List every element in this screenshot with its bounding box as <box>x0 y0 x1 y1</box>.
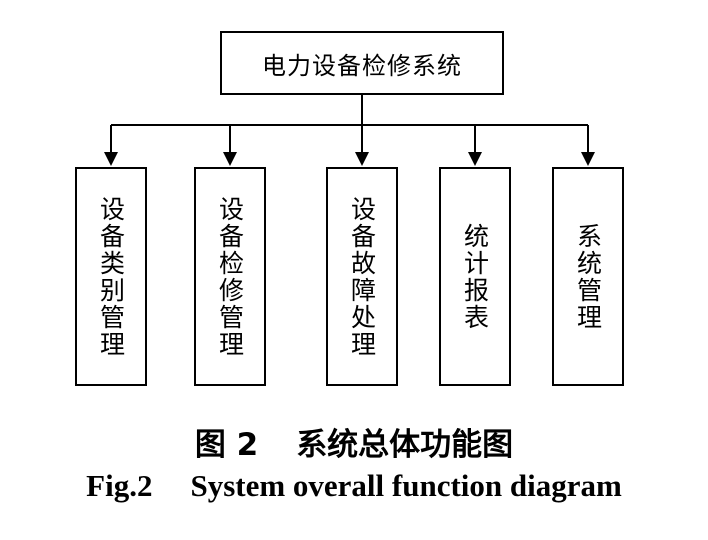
arrowhead-0 <box>104 152 118 166</box>
arrowhead-3 <box>468 152 482 166</box>
module-box-equipment-category: 设备类别管理 <box>75 167 147 386</box>
module-box-fault-handling: 设备故障处理 <box>326 167 398 386</box>
figure-caption-chinese: 图 2 系统总体功能图 <box>0 419 708 464</box>
figure-number-cn: 图 2 <box>194 427 259 463</box>
branch-arrows <box>104 125 595 166</box>
figure-title-en: System overall function diagram <box>190 468 622 503</box>
figure-title-cn: 系统总体功能图 <box>296 427 514 463</box>
module-label-system-management: 系统管理 <box>573 222 603 331</box>
module-box-statistics-report: 统计报表 <box>439 167 511 386</box>
module-label-statistics-report: 统计报表 <box>460 222 490 331</box>
module-label-equipment-category: 设备类别管理 <box>96 195 126 358</box>
module-label-equipment-maintenance: 设备检修管理 <box>215 195 245 358</box>
figure-number-en: Fig.2 <box>86 468 153 503</box>
root-system-label: 电力设备检修系统 <box>262 51 462 80</box>
figure-caption-english: Fig.2 System overall function diagram <box>0 468 708 504</box>
arrowhead-1 <box>223 152 237 166</box>
module-box-equipment-maintenance: 设备检修管理 <box>194 167 266 386</box>
arrowhead-4 <box>581 152 595 166</box>
root-system-box: 电力设备检修系统 <box>220 31 504 95</box>
arrowhead-2 <box>355 152 369 166</box>
module-label-fault-handling: 设备故障处理 <box>347 195 377 358</box>
module-box-system-management: 系统管理 <box>552 167 624 386</box>
